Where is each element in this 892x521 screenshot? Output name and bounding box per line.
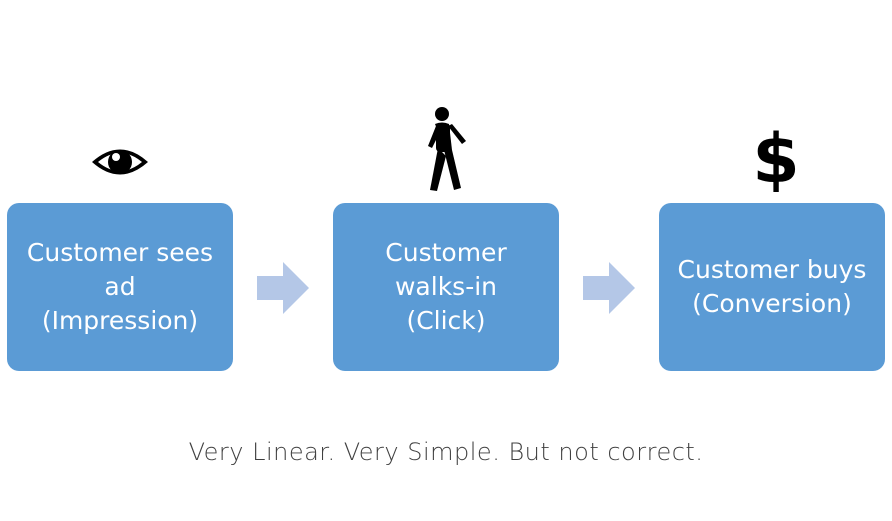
step-click-label: Customer walks-in (Click) [385,238,507,335]
step-conversion-box: Customer buys (Conversion) [659,203,885,371]
diagram-caption: Very Linear. Very Simple. But not correc… [188,438,704,466]
arrow-right-icon [257,262,309,314]
step-impression-box: Customer sees ad (Impression) [7,203,233,371]
walking-person-icon [428,107,466,191]
arrow-right-icon [583,262,635,314]
step-click-box: Customer walks-in (Click) [333,203,559,371]
step-impression-label: Customer sees ad (Impression) [26,238,214,335]
step-conversion-label: Customer buys (Conversion) [677,255,867,318]
eye-icon [92,149,148,175]
dollar-icon: $ [752,120,800,199]
